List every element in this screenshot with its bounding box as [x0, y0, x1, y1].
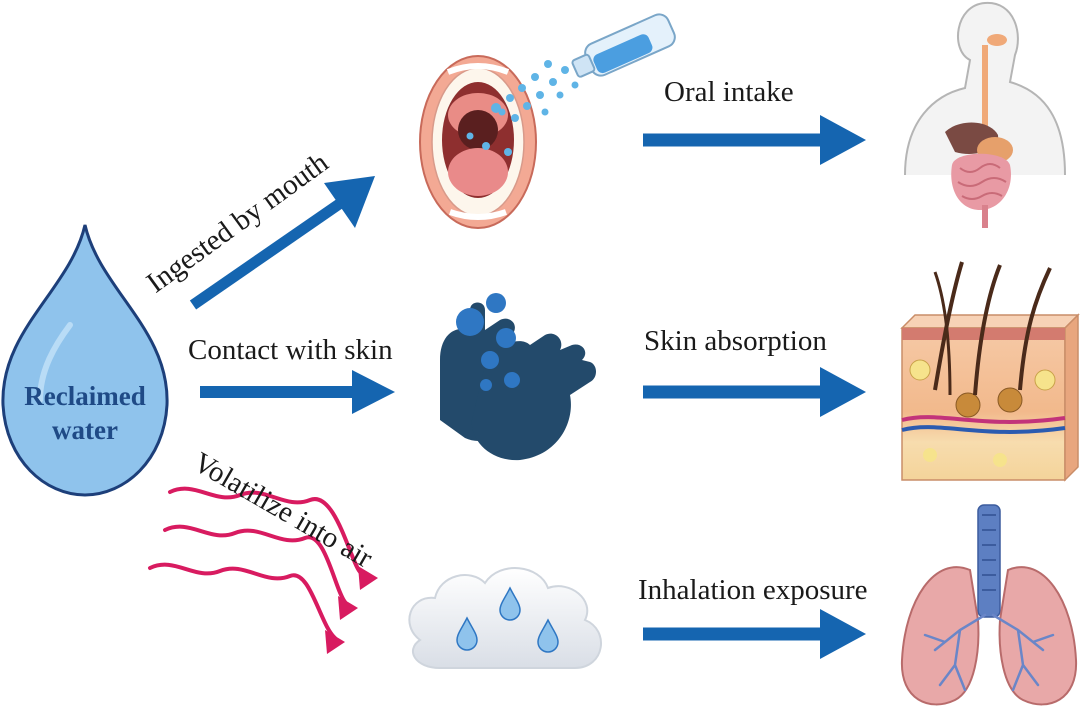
- heat-wave-icon: [148, 486, 378, 654]
- arrow-oral-intake: [643, 115, 866, 165]
- water-drop-icon: [1, 224, 169, 497]
- skin-cross-section-icon: [900, 261, 1080, 482]
- exposure-label-oral: Oral intake: [664, 76, 794, 108]
- exposure-label-skin: Skin absorption: [644, 325, 827, 357]
- washing-hands-icon: [440, 293, 596, 461]
- digestive-system-icon: [904, 1, 1066, 228]
- source-label-line1: Reclaimed: [24, 381, 146, 411]
- exposure-label-inhalation: Inhalation exposure: [638, 574, 868, 606]
- water-bottle-icon: [498, 13, 676, 122]
- source-label-line2: water: [52, 414, 118, 445]
- lungs-icon: [900, 504, 1078, 706]
- arrow-skin-absorption: [643, 367, 866, 417]
- route-label-contact: Contact with skin: [188, 334, 393, 366]
- open-mouth-icon: [419, 55, 537, 229]
- vapor-cloud-icon: [408, 567, 602, 669]
- arrow-inhalation: [643, 609, 866, 659]
- source-label: Reclaimed water: [5, 380, 165, 448]
- arrow-ingested: [189, 176, 375, 310]
- arrow-contact: [200, 370, 395, 414]
